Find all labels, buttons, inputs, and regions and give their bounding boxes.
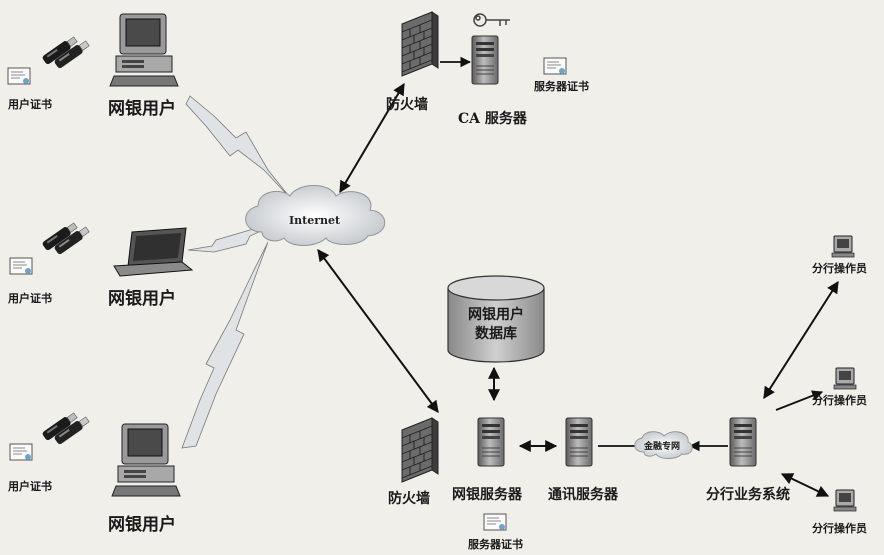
ca-server-label: CA 服务器 bbox=[458, 111, 527, 127]
internet-label: Internet bbox=[289, 214, 341, 227]
online-bank-user-label-2: 网银用户 bbox=[108, 289, 176, 309]
double-arrow-icon bbox=[339, 82, 405, 194]
certificate-icon bbox=[483, 513, 507, 531]
database-icon bbox=[447, 275, 545, 363]
user-cert-label-2: 用户证书 bbox=[8, 292, 52, 305]
server-icon bbox=[471, 35, 499, 85]
financial-network-label: 金融专网 bbox=[644, 442, 681, 452]
bank-server-label: 网银服务器 bbox=[452, 487, 522, 503]
double-arrow-icon bbox=[780, 473, 830, 497]
usb-key-icon bbox=[40, 410, 91, 446]
user-cert-label-3: 用户证书 bbox=[8, 480, 52, 493]
server-cert-label-top: 服务器证书 bbox=[534, 80, 589, 93]
online-bank-user-label-1: 网银用户 bbox=[108, 99, 176, 119]
firewall-icon bbox=[401, 11, 439, 77]
certificate-icon bbox=[7, 67, 31, 85]
firewall-icon bbox=[401, 417, 439, 483]
double-arrow-icon bbox=[317, 249, 439, 413]
cloud-icon bbox=[634, 431, 693, 459]
usb-key-icon bbox=[40, 220, 91, 256]
branch-operator-label-1: 分行操作员 bbox=[812, 262, 867, 275]
certificate-icon bbox=[543, 57, 567, 75]
comm-server-label: 通讯服务器 bbox=[548, 487, 618, 503]
user-cert-label-1: 用户证书 bbox=[8, 98, 52, 111]
lightning-link-icon bbox=[181, 241, 269, 449]
certificate-icon bbox=[9, 257, 33, 275]
desktop-computer-icon bbox=[111, 423, 181, 497]
server-icon bbox=[565, 417, 593, 467]
branch-operator-label-2: 分行操作员 bbox=[812, 394, 867, 407]
terminal-icon bbox=[831, 235, 855, 258]
online-bank-user-label-3: 网银用户 bbox=[108, 515, 176, 535]
firewall-label-bottom: 防火墙 bbox=[388, 491, 430, 507]
cloud-icon bbox=[245, 185, 386, 246]
server-icon bbox=[729, 417, 757, 467]
branch-system-label: 分行业务系统 bbox=[706, 487, 790, 503]
terminal-icon bbox=[833, 367, 857, 390]
branch-operator-label-3: 分行操作员 bbox=[812, 522, 867, 535]
server-icon bbox=[477, 417, 505, 467]
key-icon bbox=[473, 13, 510, 27]
certificate-icon bbox=[9, 443, 33, 461]
double-arrow-icon bbox=[763, 280, 839, 400]
lightning-link-icon bbox=[185, 95, 293, 201]
database-label: 网银用户 数据库 bbox=[468, 307, 524, 342]
desktop-computer-icon bbox=[109, 13, 179, 87]
server-cert-label-bottom: 服务器证书 bbox=[468, 538, 523, 551]
usb-key-icon bbox=[40, 34, 91, 70]
laptop-icon bbox=[113, 227, 194, 277]
firewall-label-top: 防火墙 bbox=[386, 97, 428, 113]
terminal-icon bbox=[833, 489, 857, 512]
